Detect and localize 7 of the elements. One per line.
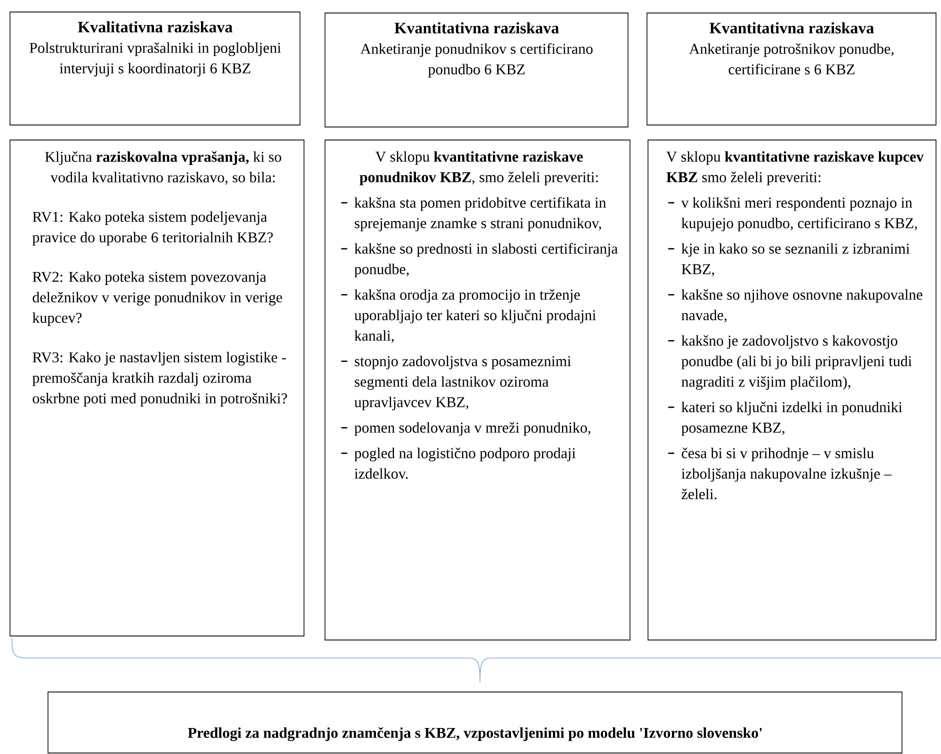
- method-box: Kvantitativna raziskava Anketiranje potrošnikov ponudbe, certificirane s 6 KBZ: [646, 12, 936, 126]
- method-box: Kvalitativna raziskava Polstrukturirani vprašalniki in poglobljeni intervjuji s koordinatorji 6 KBZ: [10, 12, 300, 126]
- goal-box: V sklopu kvantitativne raziskave ponudnikov KBZ, smo želeli preveriti: kakšna sta pomen pridobitve certifikata in sprejemanje znamke s strani ponudnikov, kakšne so prednosti in slabosti certificiranja ponudbe, kakšna orodja za promocijo in trženje uporabljajo ter kateri so ključni prodajni kanali, stopnjo zadovoljstva s posameznimi segmenti dela lastnikov oziroma upravljavcev KBZ, pomen sodelovanja v mreži ponudniko, pogled na logistično podporo prodaji izdelkov.: [324, 140, 630, 640]
- goal-box: V sklopu kvantitativne raziskave kupcev KBZ smo želeli preveriti: v kolikšni meri respondenti poznajo in kupujejo ponudbo, certificirano s KBZ, kje in kako so se seznanili z izbranimi KBZ, kakšne so njihove osnovne nakupovalne navade, kakšno je zadovoljstvo s kakovostjo ponudbe (ali bi jo bili pripravljeni tudi nagraditi z višjim plačilom), kateri so ključni izdelki in ponudniki posamezne KBZ, česa bi si v prihodnje – v smislu izboljšanja nakupovalne izkušnje – želeli.: [648, 140, 936, 640]
- result-box: Predlogi za nadgradnjo znamčenja s KBZ, vzpostavljenimi po modelu 'Izvorno slovensko': [48, 692, 902, 754]
- question-box: Ključna raziskovalna vprašanja, ki so vodila kvalitativno raziskavo, so bila: RV1: Kako poteka sistem podeljevanja pravice do uporabe 6 teritorialnih KBZ? RV2: Kako poteka sistem povezovanja deležnikov v verige ponudnikov in verige kupcev? RV3: Kako je nastavljen sistem logistike - premoščanja kratkih razdalj oziroma oskrbne poti med ponudniki in potrošniki?: [10, 140, 304, 636]
- method-box: Kvantitativna raziskava Anketiranje ponudnikov s certificirano ponudbo 6 KBZ: [324, 12, 628, 128]
